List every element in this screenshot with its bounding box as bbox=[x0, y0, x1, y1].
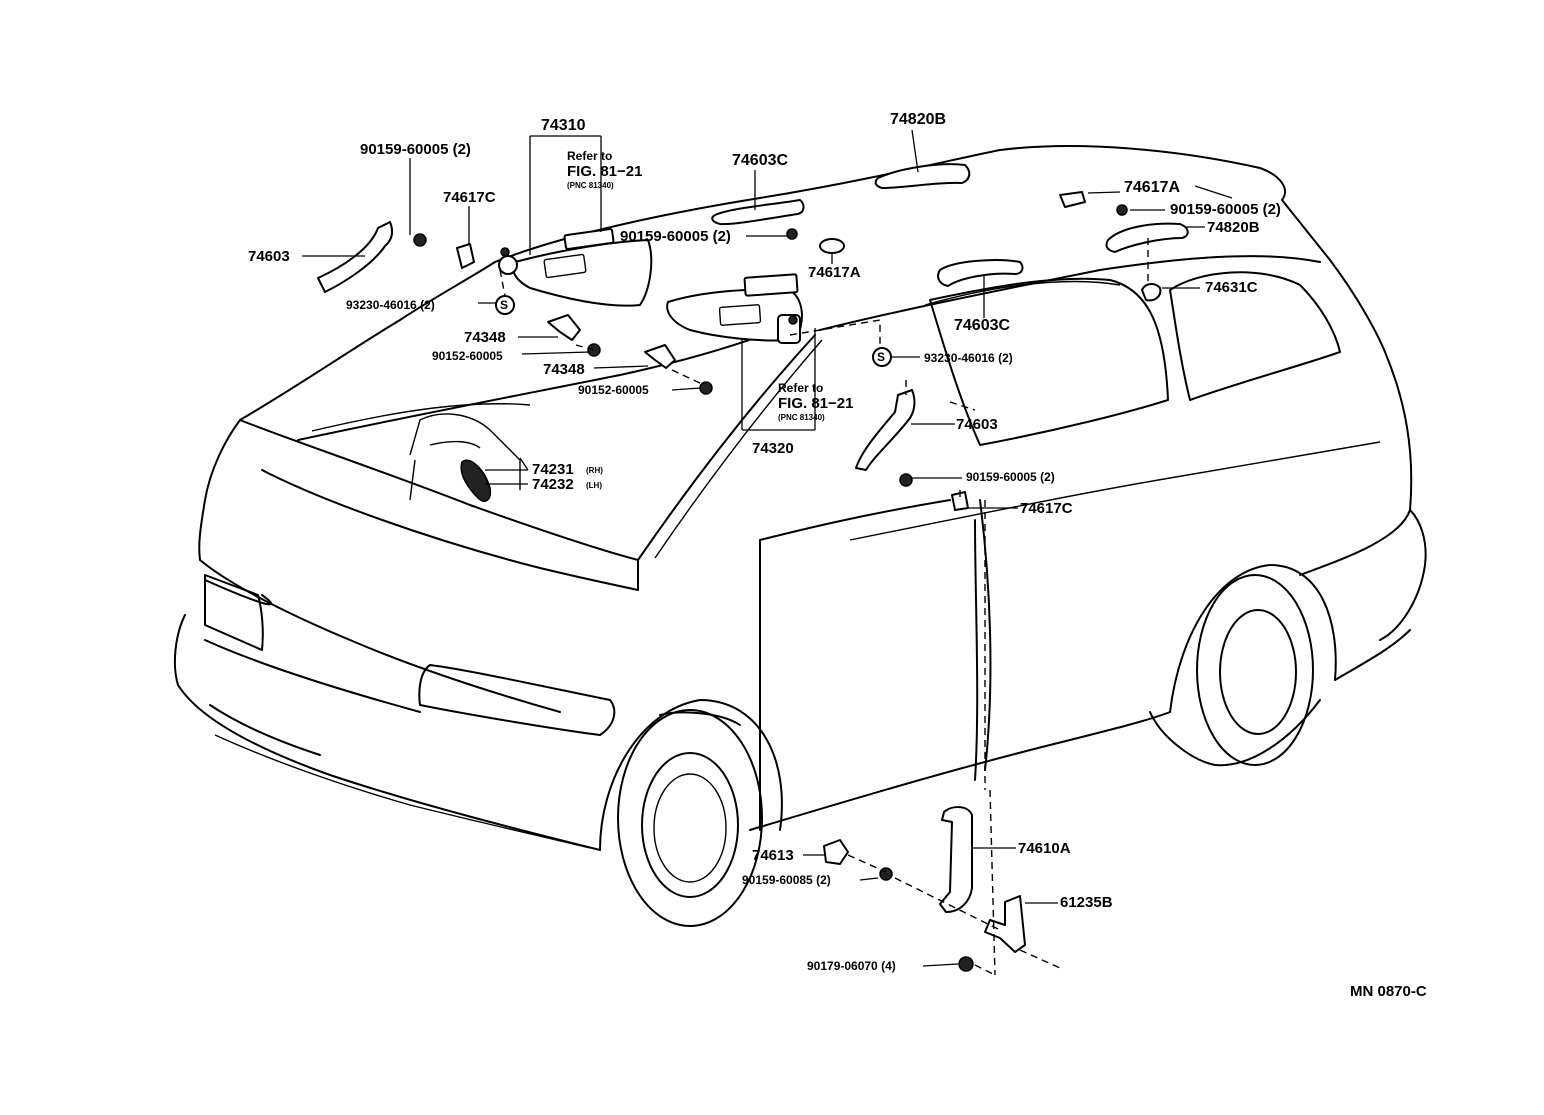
label-refer-mid-2: FIG. 81−21 bbox=[778, 395, 853, 412]
dashed-guides bbox=[499, 238, 1149, 976]
van-body bbox=[173, 145, 1427, 927]
mirror-74231 bbox=[460, 459, 492, 502]
label-74231-side: (RH) bbox=[586, 466, 603, 475]
label-74617C-top: 74617C bbox=[443, 189, 496, 206]
bolt-90159-right bbox=[1116, 204, 1128, 216]
label-90179: 90179-06070 (4) bbox=[807, 959, 896, 973]
part-labels: 74310 74820B 90159-60005 (2) Refer to FI… bbox=[248, 111, 1427, 1000]
bolt-90159-mid bbox=[786, 228, 798, 240]
label-74603-left: 74603 bbox=[248, 248, 290, 265]
hook-74348-a bbox=[547, 314, 581, 341]
label-90152-b: 90152-60005 bbox=[578, 383, 649, 397]
label-74231: 74231 bbox=[532, 461, 574, 478]
bracket-74613 bbox=[823, 839, 849, 865]
label-90159-mid: 90159-60005 (2) bbox=[620, 228, 731, 245]
label-74603C-top: 74603C bbox=[732, 152, 788, 169]
sunvisor-left bbox=[498, 227, 653, 307]
hook-74631C bbox=[1141, 283, 1162, 302]
label-74613: 74613 bbox=[752, 847, 794, 864]
leader-lines bbox=[302, 129, 1233, 967]
label-90159-tl: 90159-60005 (2) bbox=[360, 141, 471, 158]
label-93230-right: 93230-46016 (2) bbox=[924, 351, 1013, 365]
assist-grip-74603-left bbox=[317, 221, 394, 293]
label-refer-top-1: Refer to bbox=[567, 149, 612, 163]
diagram-code: MN 0870-C bbox=[1350, 983, 1427, 1000]
bolt-90159-tl bbox=[413, 233, 427, 247]
cap-74617A-right bbox=[1059, 191, 1086, 208]
cap-74617A-mid bbox=[819, 238, 845, 254]
label-74617A-right: 74617A bbox=[1124, 179, 1180, 196]
label-refer-top-2: FIG. 81−21 bbox=[567, 163, 642, 180]
assist-grip-74820B-right bbox=[1105, 222, 1189, 253]
label-93230-left: 93230-46016 (2) bbox=[346, 298, 435, 312]
clip-74617C-top bbox=[456, 243, 475, 269]
label-74232-side: (LH) bbox=[586, 481, 602, 490]
sunvisor-right bbox=[666, 273, 803, 344]
s-marker-right-text: S bbox=[877, 350, 885, 364]
label-74820B-right: 74820B bbox=[1207, 219, 1260, 236]
bolt-90159-low bbox=[899, 473, 913, 487]
label-90159-low: 90159-60005 (2) bbox=[966, 470, 1055, 484]
s-marker-left-text: S bbox=[500, 298, 508, 312]
label-74348-b: 74348 bbox=[543, 361, 585, 378]
label-74310: 74310 bbox=[541, 117, 586, 134]
label-74232: 74232 bbox=[532, 476, 574, 493]
label-90159-right: 90159-60005 (2) bbox=[1170, 201, 1281, 218]
assist-grip-74820B-top bbox=[874, 163, 971, 189]
bracket-61235B bbox=[984, 895, 1026, 953]
label-74603-right: 74603 bbox=[956, 416, 998, 433]
label-90159-60085: 90159-60085 (2) bbox=[742, 873, 831, 887]
label-74820B-top: 74820B bbox=[890, 111, 946, 128]
screw-90152-b bbox=[699, 381, 713, 395]
hook-74348-b bbox=[644, 344, 676, 369]
assist-grip-74603C-top bbox=[711, 199, 805, 226]
assist-grip-74610A bbox=[939, 806, 973, 913]
label-74610A: 74610A bbox=[1018, 840, 1071, 857]
label-refer-mid-3: (PNC 81340) bbox=[778, 413, 825, 422]
assist-grip-74603C-mid bbox=[937, 259, 1024, 287]
label-74603C-mid: 74603C bbox=[954, 317, 1010, 334]
label-74320: 74320 bbox=[752, 440, 794, 457]
label-90152-a: 90152-60005 bbox=[432, 349, 503, 363]
label-refer-mid-1: Refer to bbox=[778, 381, 823, 395]
label-refer-top-3: (PNC 81340) bbox=[567, 181, 614, 190]
nut-90179 bbox=[958, 956, 974, 972]
label-74617C-low: 74617C bbox=[1020, 500, 1073, 517]
label-61235B: 61235B bbox=[1060, 894, 1113, 911]
assist-grip-74603-right bbox=[855, 389, 916, 471]
label-74348-a: 74348 bbox=[464, 329, 506, 346]
label-74617A-mid: 74617A bbox=[808, 264, 861, 281]
label-74631C: 74631C bbox=[1205, 279, 1258, 296]
